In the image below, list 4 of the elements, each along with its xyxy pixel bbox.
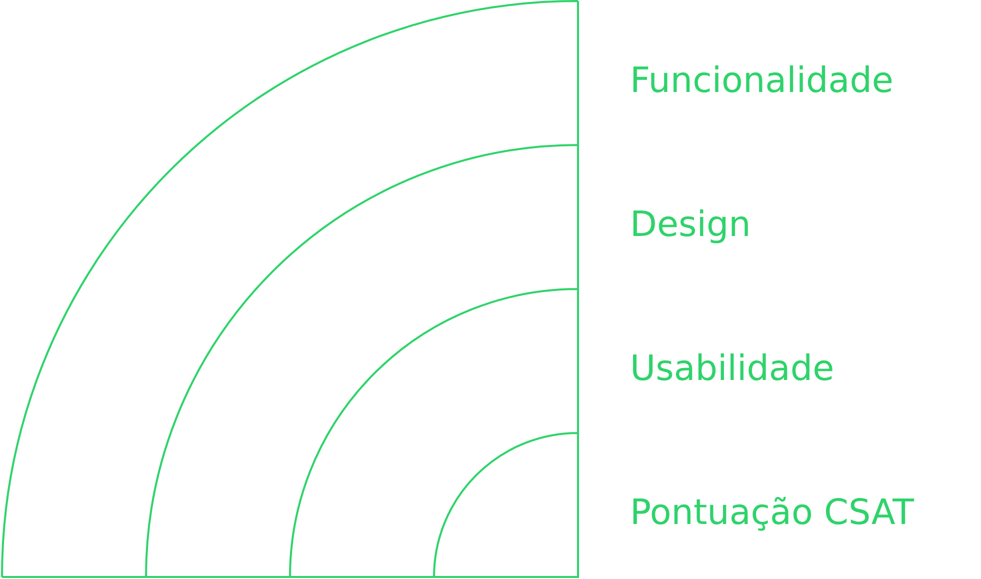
ring-label: Usabilidade xyxy=(630,348,834,391)
ring-label: Pontuação CSAT xyxy=(630,492,914,535)
ring-label: Design xyxy=(630,204,751,247)
ring-label: Funcionalidade xyxy=(630,60,894,103)
